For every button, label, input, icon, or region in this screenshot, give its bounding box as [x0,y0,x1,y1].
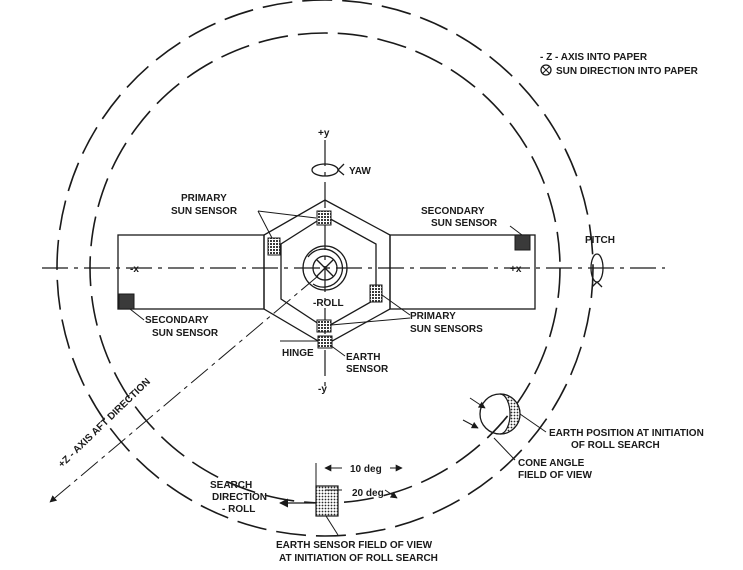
label-minus-y: -y [318,384,327,395]
label-search-direction-2: DIRECTION [212,492,267,503]
yaw-arrow [337,163,345,176]
leader-earth-position [519,413,547,433]
leader-primary-sun-sensor-left [257,210,273,239]
leader-secondary-left [129,308,145,321]
label-cone-angle-1: CONE ANGLE [518,458,585,469]
left-solar-panel [117,234,265,310]
label-10-deg: 10 deg [350,464,382,475]
label-cone-angle-2: FIELD OF VIEW [518,470,592,481]
pitch-arrow [591,281,603,288]
label-primary-sun-sensor-2: SUN SENSOR [171,206,238,217]
label-earth-sensor-1: EARTH [346,352,380,363]
label-search-direction-3: - ROLL [222,504,255,515]
label-earth-sensor-fov-2: AT INITIATION OF ROLL SEARCH [279,553,438,564]
label-secondary-sun-sensor-right-2: SUN SENSOR [431,218,498,229]
label-earth-sensor-2: SENSOR [346,364,389,375]
label-earth-position-2: OF ROLL SEARCH [571,440,660,451]
label-yaw: YAW [349,166,371,177]
label-roll: -ROLL [313,298,344,309]
leader-cone-angle [493,437,516,461]
label-plus-y: +y [318,128,330,139]
legend-sun-direction: SUN DIRECTION INTO PAPER [556,66,699,77]
label-primary-sun-sensor-1: PRIMARY [181,193,227,204]
label-pitch: PITCH [585,235,615,246]
label-plus-x: +x [510,264,522,275]
earth-position-shaded [499,393,521,435]
leader-primary-sun-sensor-top [257,210,317,219]
primary-sun-sensor-top [316,210,332,226]
dim-20deg-arrow-right [384,489,398,499]
leader-secondary-right [509,225,523,236]
legend-z-axis: - z - AXIS INTO PAPER [540,52,648,63]
leader-cone-angle-arrow-2 [462,419,479,429]
earth-sensor [317,335,333,349]
secondary-sun-sensor-left [118,293,135,310]
label-earth-position-1: EARTH POSITION AT INITIATION [549,428,704,439]
primary-sun-sensor-left [267,237,281,256]
label-search-direction-1: SEARCH [210,480,252,491]
leader-primary-sun-sensors-bottom [330,317,411,326]
label-primary-sun-sensors-1: PRIMARY [410,311,456,322]
label-20-deg: 20 deg [352,488,384,499]
sun-cross-b [316,259,334,277]
primary-sun-sensor-bottom [316,319,332,333]
label-minus-x: -x [130,264,139,275]
leader-earth-sensor [329,344,346,357]
secondary-sun-sensor-right [514,234,531,251]
label-hinge: HINGE [282,348,314,359]
sun-direction-symbol-center [312,255,338,281]
label-earth-sensor-fov-1: EARTH SENSOR FIELD OF VIEW [276,540,433,551]
leader-cone-angle-arrow [469,397,486,409]
legend-sun-symbol [540,64,552,76]
label-secondary-sun-sensor-left-2: SUN SENSOR [152,328,219,339]
roll-arrow [307,248,343,288]
leader-earth-sensor-fov [325,515,339,536]
label-secondary-sun-sensor-right-1: SECONDARY [421,206,485,217]
legend-sun-cross-b [542,66,550,74]
earth-sensor-fov-box [315,485,339,517]
label-primary-sun-sensors-2: SUN SENSORS [410,324,483,335]
z-axis-aft-line [49,275,319,503]
leader-primary-sun-sensors-right [381,294,411,316]
label-secondary-sun-sensor-left-1: SECONDARY [145,315,209,326]
roll-indicator-outer [302,245,348,291]
primary-sun-sensor-right [369,284,383,303]
